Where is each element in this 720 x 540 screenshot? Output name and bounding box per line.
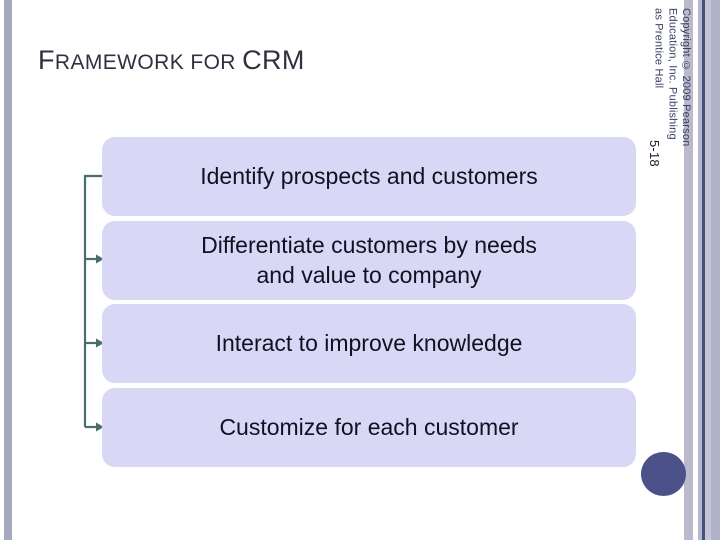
title-acronym: CRM [242,45,305,75]
stripe-white-gap [693,0,698,540]
step-box-text: Interact to improve knowledge [216,329,523,358]
step-line: Differentiate customers by needs [201,232,537,259]
title-lead-cap: F [38,45,55,75]
step-line: and value to company [256,261,482,288]
step-box-text: Differentiate customers by needs and val… [201,231,537,290]
circle-decoration-icon [641,452,686,496]
stripe-dark-navy [702,0,705,540]
copyright-line: Education, Inc. Publishing [666,8,679,140]
slide-number: 5-18 [647,140,662,167]
step-line: Identify prospects and customers [200,162,538,189]
step-box-text: Identify prospects and customers [200,162,538,191]
step-box-text: Customize for each customer [219,413,518,442]
step-box-interact[interactable]: Interact to improve knowledge [102,304,636,383]
copyright-line: Copyright © 2009 Pearson [680,8,692,147]
copyright-line: as Prentice Hall [652,8,665,89]
stripe-mid-light [698,0,702,540]
step-box-customize[interactable]: Customize for each customer [102,388,636,467]
title-small-caps: RAMEWORK FOR [54,51,243,74]
page-title: FRAMEWORK FOR CRM [38,45,305,76]
step-line: Interact to improve knowledge [215,329,523,356]
stripe-outer-light [684,0,693,540]
step-box-differentiate[interactable]: Differentiate customers by needs and val… [102,221,636,300]
copyright-notice: Copyright © 2009 Pearson Education, Inc.… [653,8,693,147]
step-box-identify[interactable]: Identify prospects and customers [102,137,636,216]
right-stripe-group [684,0,720,540]
left-accent-bar [4,0,12,540]
stripe-edge [711,0,720,540]
step-line: Customize for each customer [219,413,519,440]
stripe-pale [705,0,711,540]
